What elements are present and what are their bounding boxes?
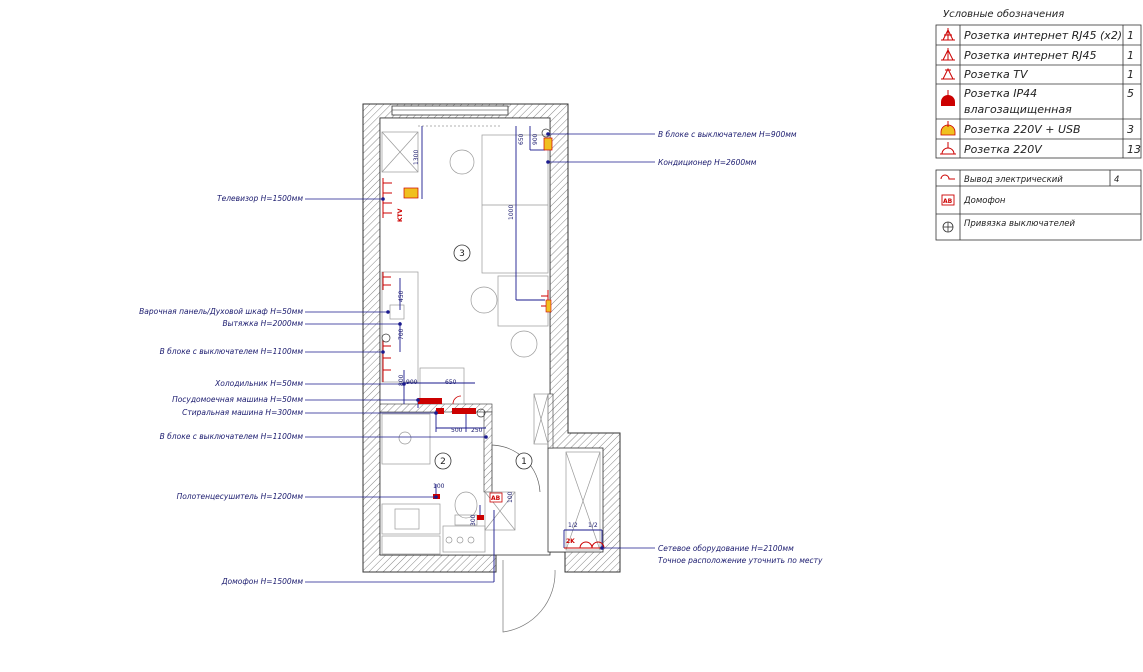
socket-220v-icon — [564, 541, 605, 549]
dim-label: 800 — [398, 374, 405, 386]
legend-count: 3 — [1127, 123, 1134, 136]
ip44-socket-icon — [477, 515, 484, 520]
left-callouts: Телевизор H=1500мм Варочная панель/Духов… — [139, 194, 494, 586]
legend-title: Условные обозначения — [943, 8, 1064, 20]
legend-count: 1 — [1127, 49, 1134, 62]
dim-label: 1000 — [508, 205, 515, 220]
usb-socket-icon — [940, 121, 956, 136]
rj45-double-socket-icon — [941, 28, 955, 41]
intercom-label: АВ — [491, 495, 501, 502]
switch-anchor-icon — [942, 221, 954, 233]
dim-label: 650 — [445, 379, 457, 386]
dim-label: 900 — [532, 133, 539, 145]
legend-count: 13 — [1127, 143, 1141, 156]
callout-air-conditioner: Кондиционер H=2600мм — [658, 158, 757, 167]
callout-switch-block-bath: В блоке с выключателем H=1100мм — [160, 432, 304, 441]
callout-switch-block-kitchen: В блоке с выключателем H=1100мм — [160, 347, 304, 356]
ip44-socket-icon — [941, 90, 955, 106]
dim-label: 300 — [470, 514, 477, 526]
socket-220v-icon — [940, 142, 956, 155]
network-label: 2K — [566, 538, 575, 545]
callout-intercom: Домофон H=1500мм — [221, 577, 304, 586]
legend-label: Розетка интернет RJ45 (x2) — [964, 29, 1122, 42]
callout-dishwasher: Посудомоечная машина H=50мм — [172, 395, 303, 404]
legend-label: Вывод электрический — [964, 175, 1063, 185]
legend-label: Розетка IP44 — [964, 87, 1037, 100]
rj45-socket-icon — [941, 48, 955, 61]
legend-count: 5 — [1127, 87, 1134, 100]
walls — [362, 103, 621, 633]
tv-socket-icon — [941, 67, 955, 80]
room-number-1: 1 — [521, 457, 527, 467]
intercom-icon — [941, 194, 955, 206]
room-labels: 3 2 1 — [434, 244, 533, 470]
legend-label: Домофон — [963, 196, 1006, 206]
plan-symbols: KTV АВ 2K — [381, 128, 605, 549]
legend-label: Розетка TV — [964, 68, 1029, 81]
dim-label: 450 — [398, 290, 405, 302]
legend-label: Привязка выключателей — [964, 219, 1076, 229]
dim-label: 700 — [398, 328, 405, 340]
legend: Условные обозначения Розетка интернет RJ… — [935, 8, 1142, 241]
legend-count: 4 — [1114, 175, 1119, 185]
switch-anchor-icon — [381, 333, 391, 343]
dimensions: 1300 650 900 1000 450 700 800 900 650 50… — [398, 133, 598, 529]
switch-anchor-icon — [541, 128, 551, 138]
callout-towel-warmer: Полотенцесушитель H=1200мм — [177, 492, 304, 501]
electrical-outlet-icon — [452, 395, 462, 405]
dim-label: 1/2 — [588, 522, 598, 529]
legend-count: 1 — [1127, 68, 1134, 81]
callout-washing-machine: Стиральная машина H=300мм — [182, 408, 303, 417]
dim-label: 100 — [433, 483, 445, 490]
legend-label: Розетка интернет RJ45 — [964, 49, 1097, 62]
usb-socket-icon — [543, 137, 553, 151]
callout-note-exact-location: Точное расположение уточнить по месту — [658, 556, 823, 565]
ip44-socket-icon — [418, 398, 476, 414]
right-callouts: В блоке с выключателем H=900мм Кондицион… — [546, 130, 823, 565]
socket-220v-icon — [382, 272, 391, 382]
dim-label: 100 — [507, 491, 514, 503]
legend-label-line2: влагозащищенная — [964, 103, 1072, 116]
callout-switch-block-living: В блоке с выключателем H=900мм — [658, 130, 797, 139]
electrical-outlet-icon — [940, 174, 955, 180]
legend-count: 1 — [1127, 29, 1134, 42]
dim-label: 1300 — [413, 150, 420, 165]
dim-label: 250 — [471, 427, 483, 434]
callout-cooktop: Варочная панель/Духовой шкаф H=50мм — [139, 307, 303, 316]
legend-label: Розетка 220V + USB — [964, 123, 1081, 136]
switch-anchor-icon — [476, 408, 486, 418]
ktv-label: KTV — [397, 208, 404, 222]
callout-hood: Вытяжка H=2000мм — [222, 319, 303, 328]
usb-socket-icon — [545, 299, 552, 313]
callout-tv: Телевизор H=1500мм — [217, 194, 303, 203]
dim-label: 650 — [518, 133, 525, 145]
room-number-3: 3 — [459, 249, 465, 259]
dim-label: 500 — [451, 427, 463, 434]
intercom-icon-text: АВ — [943, 198, 953, 205]
room-number-2: 2 — [440, 457, 446, 467]
usb-socket-icon — [403, 187, 419, 199]
callout-fridge: Холодильник H=50мм — [214, 379, 303, 388]
dim-label: 900 — [406, 379, 418, 386]
dim-label: 1/2 — [568, 522, 578, 529]
callout-network-equipment: Сетевое оборудование H=2100мм — [658, 544, 794, 553]
intercom-icon — [489, 492, 503, 503]
legend-label: Розетка 220V — [964, 143, 1043, 156]
